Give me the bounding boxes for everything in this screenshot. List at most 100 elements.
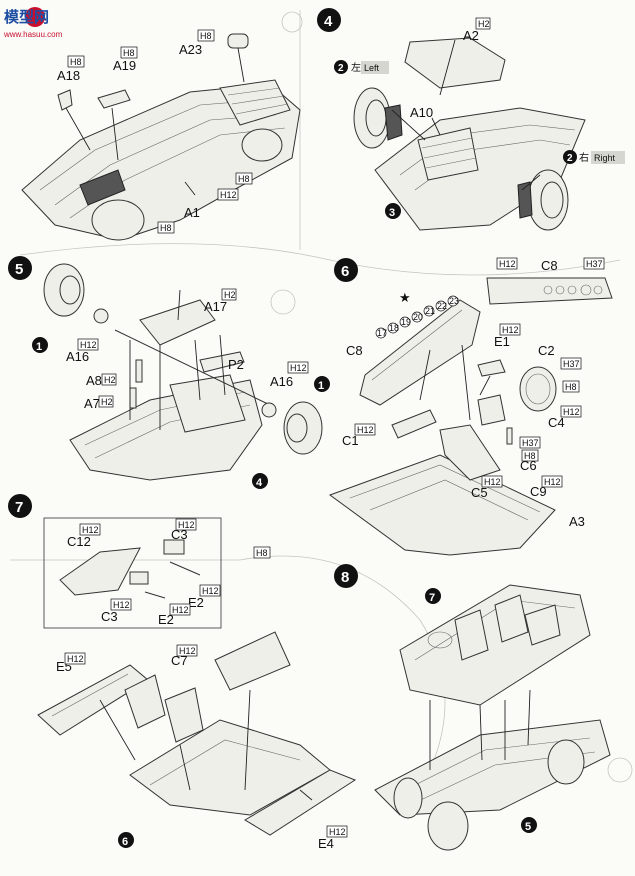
label-a10: A10 [410,105,433,120]
svg-text:7: 7 [429,592,435,604]
sprue-tag: H12 [326,825,348,838]
part-e2-a-shape [169,561,201,576]
label-a16-right: A16 [270,374,293,389]
step4-number: 4 [324,13,333,30]
svg-text:H12: H12 [502,325,519,335]
sprue-tag: H2 [475,17,491,30]
part-a17-shape [139,299,216,346]
svg-text:右: 右 [579,151,589,164]
rear-seat-assembled [524,604,561,646]
seat-pan [169,374,246,433]
wheel-well-front [91,199,145,241]
part-c6-shape [506,427,513,445]
decal-star: ★ [399,291,411,306]
ref-marker-6: 6 [118,832,134,848]
ref-marker-1-right: 1 [314,376,330,392]
sprue-tag: H8 [120,46,138,59]
part-a8-shape [135,359,143,383]
wheel-front-left-assembled [393,777,423,819]
sprue-tag: H12 [175,518,197,531]
part-a23-shape [227,33,249,49]
part-e1-shape [477,359,506,377]
watermark-logo: 模型网 www.hasuu.com [3,7,63,39]
step8-number: 8 [341,569,349,586]
step6-number: 6 [341,263,349,280]
svg-text:H12: H12 [329,827,346,837]
label-a2: A2 [463,28,479,43]
ref-marker-4: 4 [252,473,268,489]
svg-text:H2: H2 [478,19,490,29]
sprue-tag: H8 [67,55,85,68]
callout-right-side: 2 右 Right [563,150,625,164]
callout-left-side: 2 左 Left [334,60,389,74]
part-c3-b-shape [129,571,149,585]
sprue-tag: H12 [354,423,376,436]
svg-text:左: 左 [351,61,361,74]
watermark-url: www.hasuu.com [3,30,63,39]
wheel-rear-assembled [547,739,585,785]
label-a19: A19 [113,58,136,73]
step4-marker [317,8,341,32]
part-a10-shape [417,127,479,181]
part-a18-shape [57,89,73,111]
sprue-tag: H12 [169,603,191,616]
svg-text:1: 1 [318,380,324,392]
svg-text:H12: H12 [484,477,501,487]
ref-marker-7: 7 [425,588,441,604]
svg-text:H12: H12 [80,340,97,350]
seat-left-front [124,674,166,729]
part-c8-panel [486,277,613,305]
axle [114,329,271,406]
sprue-tag: H8 [197,29,215,42]
decal-numbers: 17 18 19 20 21 22 23 [375,295,459,339]
sprue-tag: H12 [110,598,132,611]
sprue-tag: H2 [98,395,114,408]
svg-text:22: 22 [437,301,447,311]
seat-right-front [164,687,204,743]
part-a19-shape [97,89,131,109]
label-c4: C4 [548,415,565,430]
dashboard [359,299,481,406]
sprue-tag: H2 [221,288,237,301]
ref-marker-1-left: 1 [32,337,48,353]
label-p2: P2 [228,357,244,372]
sprue-tag: H37 [560,357,582,370]
sprue-tag: H37 [583,257,605,270]
part-a16-left-shape [93,308,109,324]
sprue-tag: H12 [541,475,563,488]
svg-text:4: 4 [256,477,263,489]
inset-box [43,517,222,629]
svg-text:3: 3 [389,207,395,219]
sprue-tag: H12 [64,652,86,665]
part-a7-shape [129,387,137,409]
svg-text:Right: Right [594,153,616,163]
label-c9: C9 [530,484,547,499]
step8-marker [334,564,358,588]
part-a3-floor [328,454,556,556]
label-c6: C6 [520,458,537,473]
front-seat-a [454,609,489,661]
sprue-tag: H12 [176,644,198,657]
label-c8: C8 [346,343,363,358]
svg-text:5: 5 [525,821,531,833]
part-c4-shape [477,394,506,426]
sprue-tag: H2 [101,373,117,386]
rear-seat [214,631,291,691]
svg-text:H37: H37 [563,359,580,369]
svg-text:H8: H8 [70,57,82,67]
svg-text:20: 20 [413,312,423,322]
svg-text:H12: H12 [202,586,219,596]
sprue-tag: H8 [562,380,580,393]
svg-text:H8: H8 [238,174,250,184]
label-e2-a: E2 [188,595,204,610]
label-e1: E1 [494,334,510,349]
step6-assembly: 6 C8 H12 H37 17 18 19 20 21 22 23 ★ [328,257,613,556]
part-c2-steering-wheel [519,366,557,412]
svg-text:H12: H12 [499,259,516,269]
label-a7: A7 [84,396,100,411]
svg-text:H37: H37 [586,259,603,269]
sprue-tag: H8 [157,221,175,234]
svg-text:6: 6 [122,836,128,848]
